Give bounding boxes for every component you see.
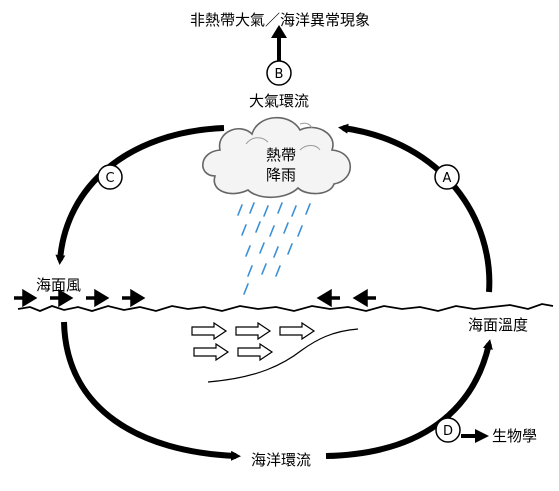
ocean-current-arrows bbox=[191, 321, 316, 362]
wind-arrows-east bbox=[14, 288, 146, 308]
biology-label: 生物學 bbox=[492, 427, 537, 445]
marker-a: A bbox=[434, 164, 460, 190]
tropical-rainfall-line1: 熱帶 bbox=[266, 146, 296, 164]
sea-surface-line bbox=[17, 303, 554, 312]
marker-b: B bbox=[266, 60, 292, 86]
svg-text:C: C bbox=[105, 171, 114, 186]
thermocline-curve bbox=[207, 328, 359, 383]
svg-text:D: D bbox=[443, 424, 453, 439]
svg-text:A: A bbox=[443, 171, 452, 186]
top-text: 非熱帶大氣／海洋異常現象 bbox=[190, 11, 370, 29]
atmospheric-circulation-label: 大氣環流 bbox=[249, 92, 309, 110]
arc-lower-left bbox=[61, 321, 241, 461]
sea-wind-label: 海面風 bbox=[36, 276, 81, 294]
marker-c: C bbox=[97, 164, 123, 190]
rain-icon bbox=[237, 202, 311, 295]
arc-c bbox=[55, 125, 225, 265]
svg-text:B: B bbox=[275, 67, 284, 82]
ocean-circulation-label: 海洋環流 bbox=[251, 451, 311, 469]
marker-d: D bbox=[435, 417, 461, 443]
arc-a bbox=[338, 123, 493, 293]
sea-surface-temperature-label: 海面溫度 bbox=[468, 316, 528, 334]
cloud-icon bbox=[202, 116, 351, 199]
arrow-d-right-head bbox=[475, 429, 489, 443]
wind-arrows-west bbox=[316, 288, 376, 308]
arc-d bbox=[325, 339, 493, 459]
tropical-rainfall-line2: 降雨 bbox=[266, 166, 296, 184]
arrow-b-up-head bbox=[271, 25, 287, 38]
